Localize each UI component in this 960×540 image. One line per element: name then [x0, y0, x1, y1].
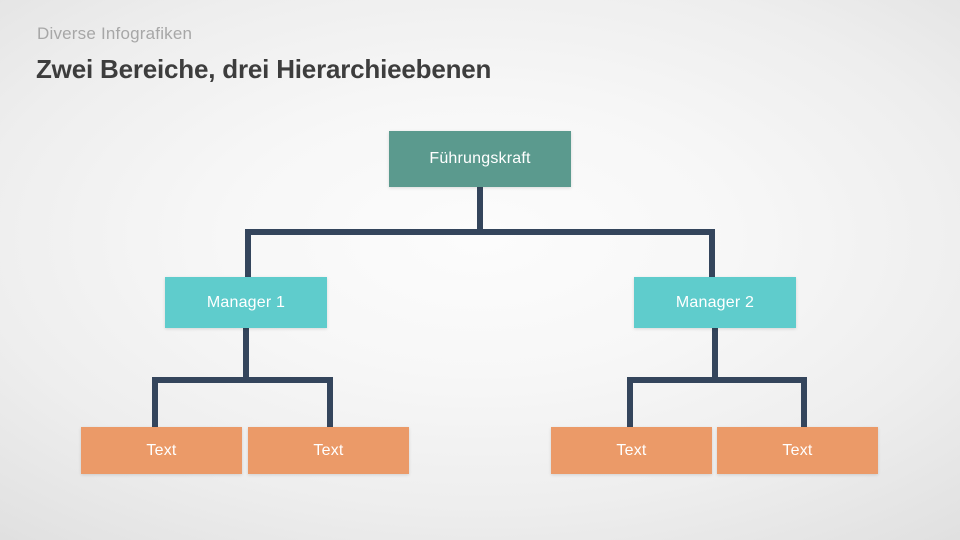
- org-node-manager-1-label: Manager 1: [206, 293, 286, 311]
- connector-to-child-2-2: [801, 377, 807, 429]
- org-node-manager-2[interactable]: Manager 2: [634, 277, 796, 328]
- org-node-child-1-1-label: Text: [146, 441, 177, 459]
- connector-to-child-2-1: [627, 377, 633, 429]
- connector-to-child-1-2: [327, 377, 333, 429]
- connector-manager-1-stem: [243, 327, 249, 381]
- org-node-root-label: Führungskraft: [429, 150, 531, 167]
- org-node-child-1-2-label: Text: [313, 441, 344, 459]
- org-node-root[interactable]: Führungskraft: [389, 131, 571, 187]
- org-node-child-2-1-label: Text: [616, 441, 647, 459]
- connector-level2-bus: [245, 229, 715, 235]
- connector-to-manager-1: [245, 229, 251, 279]
- connector-root-stem: [477, 186, 483, 235]
- connector-manager-2-bus: [627, 377, 807, 383]
- org-node-child-2-1[interactable]: Text: [551, 427, 712, 474]
- org-node-child-1-2[interactable]: Text: [248, 427, 409, 474]
- org-node-manager-1[interactable]: Manager 1: [165, 277, 327, 328]
- slide-eyebrow: Diverse Infografiken: [37, 24, 193, 43]
- org-node-manager-2-label: Manager 2: [675, 293, 755, 311]
- org-node-child-2-2[interactable]: Text: [717, 427, 878, 474]
- org-node-child-1-1[interactable]: Text: [81, 427, 242, 474]
- org-node-child-2-2-label: Text: [782, 441, 813, 459]
- connector-to-manager-2: [709, 229, 715, 279]
- connector-manager-1-bus: [152, 377, 333, 383]
- connector-manager-2-stem: [712, 327, 718, 381]
- connector-to-child-1-1: [152, 377, 158, 429]
- page-title: Zwei Bereiche, drei Hierarchieebenen: [36, 54, 492, 84]
